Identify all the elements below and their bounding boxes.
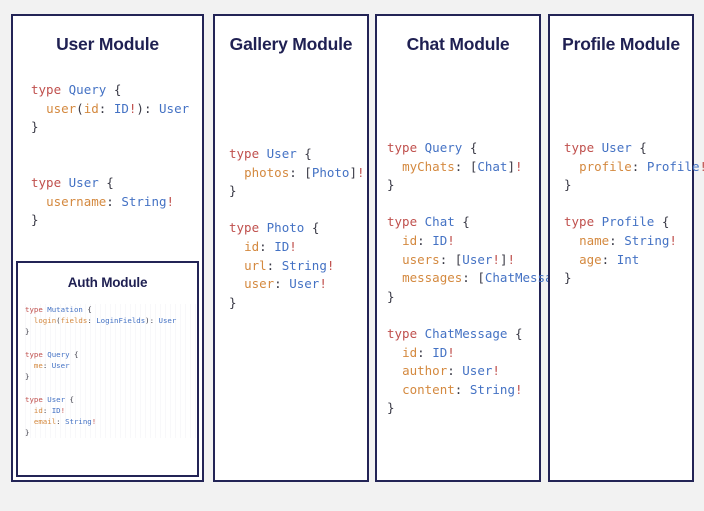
code-line: users: [User!]! <box>402 251 515 267</box>
code-line: type Mutation { <box>25 305 92 314</box>
code-line: type Photo { <box>229 220 320 236</box>
code-line: type Query { <box>25 349 79 359</box>
code-line: age: Int <box>579 251 640 267</box>
code-line: type Query { <box>31 82 122 97</box>
module-card-chat[interactable]: Chat Module type Query { myChats: [Chat]… <box>375 14 583 482</box>
module-title-chat: Chat Module <box>406 34 510 54</box>
code-line: } <box>387 177 395 193</box>
module-title-auth: Auth Module <box>67 275 148 290</box>
code-line: username: String! <box>46 193 175 209</box>
code-blank-line <box>229 201 367 220</box>
code-blank-line <box>31 155 202 174</box>
module-card-user[interactable]: User Module type Query { user(id: ID!): … <box>11 14 204 482</box>
code-line: me: User <box>33 361 70 370</box>
code-blank-line <box>387 306 539 325</box>
module-card-gallery[interactable]: Gallery Module type User { photos: [Phot… <box>213 14 369 482</box>
code-block-chat: type Query { myChats: [Chat]!} type Chat… <box>387 139 583 418</box>
code-line: user(id: ID!): User <box>46 100 190 116</box>
code-line: } <box>25 428 30 438</box>
code-blank-line <box>25 338 197 349</box>
code-block-auth: type Mutation { login(fields: LoginField… <box>25 304 197 439</box>
code-line: id: ID! <box>33 405 66 415</box>
module-title-profile: Profile Module <box>562 34 680 54</box>
code-line: } <box>25 327 30 337</box>
module-card-profile[interactable]: Profile Module type User { profile: Prof… <box>548 14 704 482</box>
code-line: photos: [Photo]! <box>244 164 365 180</box>
code-line: } <box>229 183 237 199</box>
module-title-user: User Module <box>56 34 159 54</box>
code-line: } <box>387 288 395 304</box>
code-line: login(fields: LoginFields): User <box>33 316 177 326</box>
code-line: type User { <box>25 394 74 404</box>
module-card-auth[interactable]: Auth Module type Mutation { login(fields… <box>16 261 199 477</box>
code-line: } <box>564 270 572 286</box>
code-blank-line <box>387 195 539 214</box>
module-title-gallery: Gallery Module <box>229 34 353 54</box>
code-line: type User { <box>31 174 114 190</box>
code-line: } <box>25 372 30 382</box>
code-block-user: type Query { user(id: ID!): User} type U… <box>31 81 202 230</box>
code-line: myChats: [Chat]! <box>402 158 523 174</box>
code-line: type User { <box>229 146 312 161</box>
code-line: type ChatMessage { <box>387 325 523 341</box>
code-line: name: String! <box>579 232 677 248</box>
code-line: } <box>31 119 39 135</box>
code-line: type Chat { <box>387 214 470 230</box>
code-blank-line <box>25 382 197 393</box>
code-line: id: ID! <box>244 238 297 254</box>
code-line: type Profile { <box>564 214 670 230</box>
code-block-gallery: type User { photos: [Photo]!} type Photo… <box>229 145 367 312</box>
code-line: user: User! <box>244 276 327 292</box>
code-line: type Query { <box>387 140 478 155</box>
code-line: } <box>229 294 237 310</box>
code-line: } <box>564 177 572 193</box>
code-line: type User { <box>564 140 647 155</box>
code-line: messages: [ChatMessage]! <box>402 270 583 286</box>
code-line: id: ID! <box>402 232 455 248</box>
code-blank-line <box>564 195 692 214</box>
code-line: email: String! <box>33 417 97 426</box>
code-line: author: User! <box>402 363 500 379</box>
code-blank-line <box>31 137 202 156</box>
code-line: url: String! <box>244 257 335 273</box>
code-line: content: String! <box>402 381 523 397</box>
code-block-profile: type User { profile: Profile!} type Prof… <box>564 139 704 288</box>
code-line: profile: Profile! <box>579 158 704 174</box>
code-line: } <box>387 400 395 416</box>
code-line: id: ID! <box>402 344 455 360</box>
code-line: } <box>31 212 39 228</box>
